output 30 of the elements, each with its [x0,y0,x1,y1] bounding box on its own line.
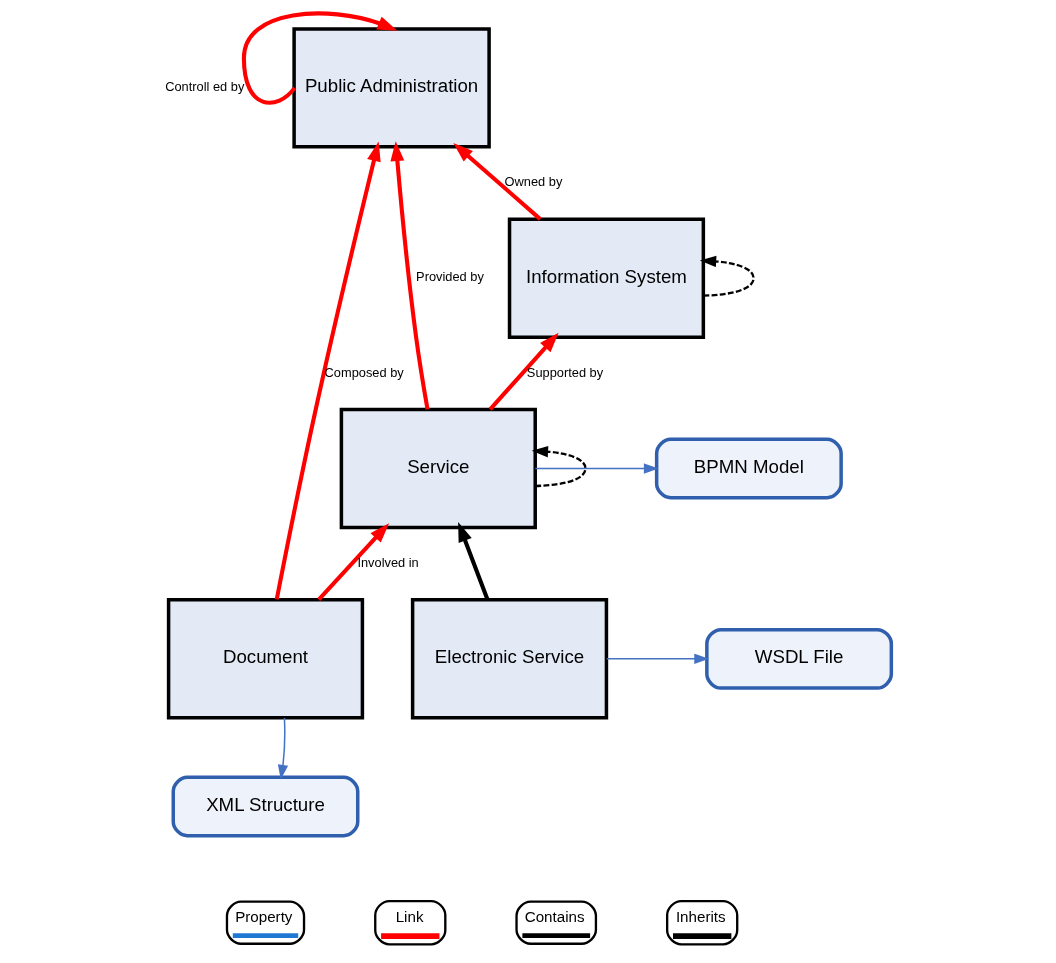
node-box: Document [166,598,364,720]
node-box: Information System [507,217,705,339]
edge-label: Controll ed by [164,79,244,95]
arrow [699,255,755,297]
edge-label: Involved in [356,554,419,570]
node-box: Electronic Service [410,598,608,720]
arrow [531,445,587,488]
edge-label: Owned by [504,174,562,190]
arrow [277,717,288,780]
arrow [534,463,659,474]
node-box: Public Administration [291,27,491,149]
edge-label: Composed by [324,364,404,380]
arrow [452,143,542,221]
node-box: XML Structure [171,775,359,838]
legend-label: Link [395,908,423,925]
arrow [457,521,489,601]
legend-label: Property [234,908,292,925]
node-box: Service [339,407,537,530]
node-box: WSDL File [704,627,893,690]
edge-label: Provided by [415,269,484,285]
arrow [488,332,559,411]
arrow [605,653,709,664]
arrow [274,141,381,600]
edge-label: Supported by [526,364,603,380]
arrow [389,141,430,410]
arrow [316,523,389,602]
legend-label: Inherits [675,908,726,925]
arrow [241,11,397,105]
node-box: BPMN Model [654,437,843,500]
legend-label: Contains [524,908,585,925]
